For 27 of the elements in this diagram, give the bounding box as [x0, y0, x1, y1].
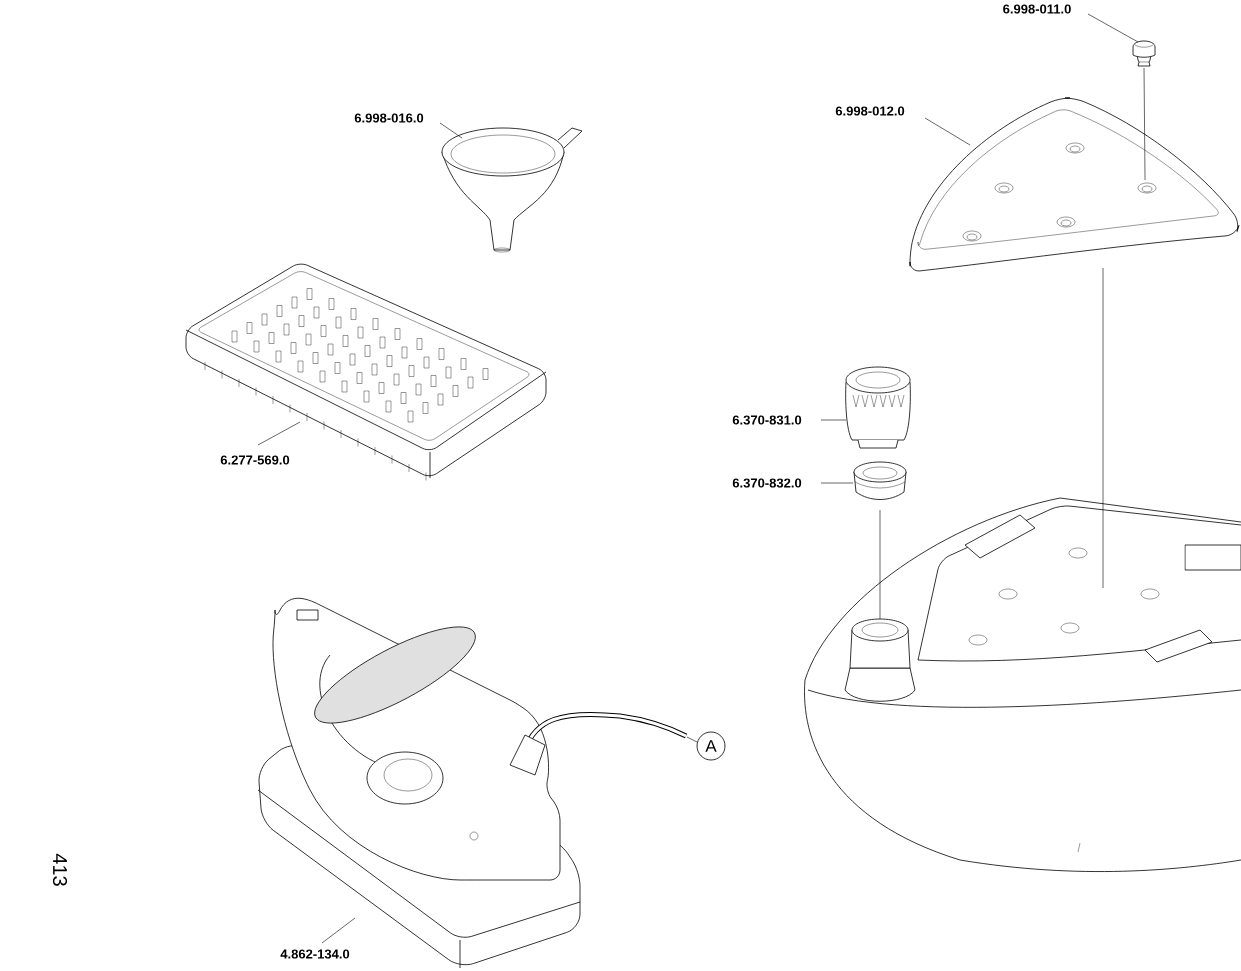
mat-drawing	[185, 263, 547, 481]
page-number: 413	[52, 853, 68, 886]
leader-line	[1143, 67, 1146, 181]
part-number: 6.998-011.0	[1003, 4, 1071, 14]
seal-ring-drawing	[853, 461, 907, 500]
leader-line	[321, 917, 356, 944]
part-number: 4.862-134.0	[280, 949, 350, 959]
tray-drawing	[909, 97, 1240, 272]
leader-line	[439, 122, 463, 139]
leader-line	[924, 117, 971, 146]
cap-drawing	[845, 366, 911, 449]
leader-line	[820, 482, 854, 484]
part-number: 6.998-016.0	[354, 113, 424, 123]
part-number: 6.370-831.0	[732, 415, 802, 425]
leader-line	[820, 419, 847, 421]
steam-generator-drawing	[804, 497, 1241, 872]
part-number: 6.277-569.0	[220, 455, 290, 465]
leader-line	[1087, 13, 1139, 43]
leader-line	[257, 421, 301, 446]
part-number: 6.998-012.0	[835, 106, 905, 116]
plug-drawing	[1132, 40, 1156, 67]
leader-line	[879, 509, 881, 620]
part-number: 6.370-832.0	[732, 478, 802, 488]
leader-line	[686, 736, 698, 743]
funnel-drawing	[441, 127, 583, 253]
iron-drawing	[257, 597, 688, 969]
leader-line	[1102, 267, 1104, 589]
